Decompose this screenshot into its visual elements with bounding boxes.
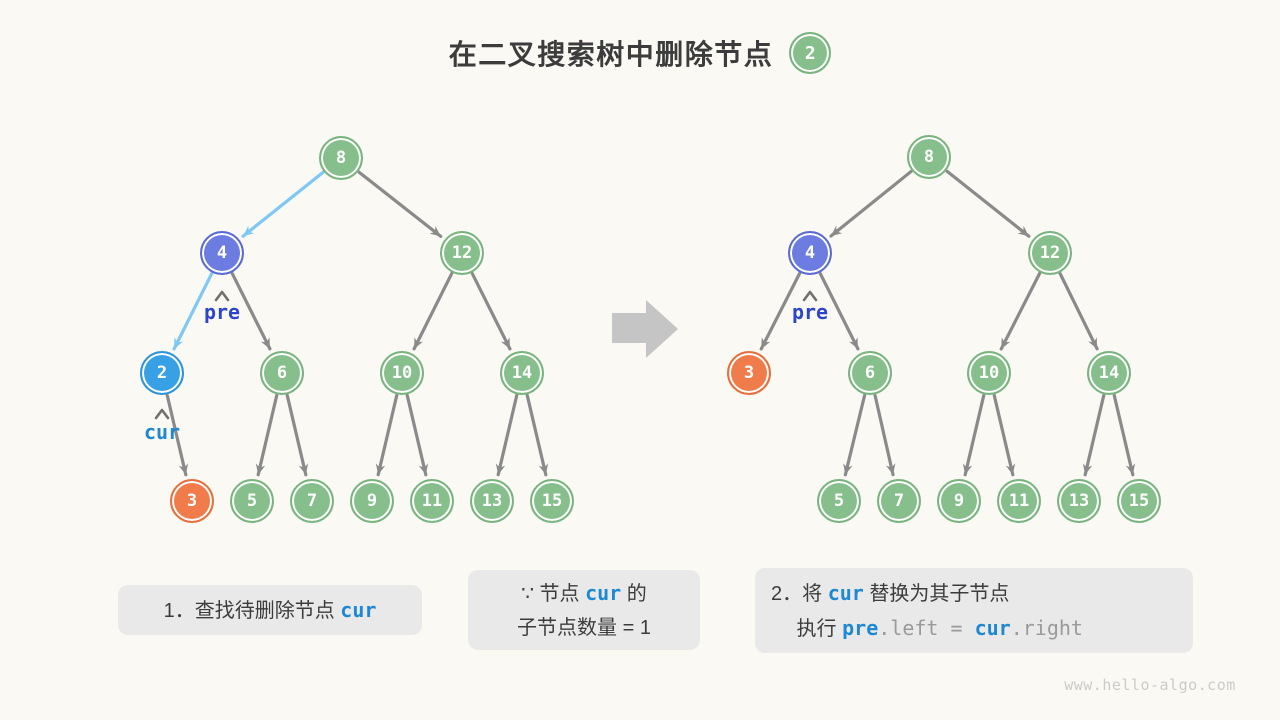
- caption-segment-kw: cur: [974, 615, 1011, 640]
- title-step-badge: 2: [789, 32, 832, 74]
- pointer-label-pre: pre: [792, 300, 828, 324]
- tree-node-5: 5: [230, 479, 274, 523]
- caption-segment-plain: 执行: [771, 617, 843, 640]
- tree-node-15: 15: [530, 479, 574, 523]
- caption-step-1: 1．查找待删除节点 cur: [118, 585, 422, 635]
- tree-edge-8-4: [829, 169, 913, 238]
- caret-up-icon: [214, 290, 230, 302]
- caption-segment-plain: ∵ 节点: [521, 582, 586, 605]
- caption-segment-code: .left: [878, 615, 939, 640]
- tree-edge-14-15: [525, 393, 549, 477]
- tree-edge-10-9: [375, 393, 399, 477]
- caption-line: 1．查找待删除节点 cur: [134, 593, 406, 628]
- caption-line: 子节点数量 = 1: [484, 611, 684, 645]
- tree-node-11: 11: [410, 479, 454, 523]
- tree-node-6: 6: [848, 351, 892, 395]
- tree-node-8: 8: [319, 136, 363, 180]
- tree-node-8: 8: [907, 135, 951, 179]
- tree-edge-10-11: [992, 393, 1016, 477]
- tree-node-12: 12: [440, 231, 484, 275]
- caption-segment-code: .right: [1010, 615, 1083, 640]
- tree-node-4: 4: [788, 231, 832, 275]
- caption-segment-kw: cur: [585, 580, 622, 605]
- watermark-text: www.hello-algo.com: [1064, 676, 1236, 694]
- tree-node-6: 6: [260, 351, 304, 395]
- caption-segment-plain: 1．查找待删除节点: [163, 599, 341, 622]
- tree-edge-12-10: [412, 271, 454, 351]
- caption-line: ∵ 节点 cur 的: [484, 576, 684, 611]
- tree-edge-4-6: [230, 271, 272, 351]
- caption-line: 执行 pre.left = cur.right: [771, 611, 1177, 646]
- tree-edge-6-7: [873, 393, 896, 477]
- caption-segment-plain: 的: [621, 582, 647, 605]
- tree-edge-6-5: [255, 393, 279, 477]
- caption-line: 2．将 cur 替换为其子节点: [771, 576, 1177, 611]
- tree-edge-14-13: [495, 393, 519, 477]
- tree-edge-8-4: [241, 170, 325, 238]
- tree-edge-10-11: [405, 393, 429, 477]
- caption-segment-plain: 替换为其子节点: [863, 582, 1010, 605]
- tree-node-2: 2: [140, 351, 184, 395]
- tree-node-5: 5: [817, 479, 861, 523]
- pointer-label-pre: pre: [204, 300, 240, 324]
- tree-edge-4-6: [818, 271, 860, 351]
- transition-arrow-icon: [612, 300, 678, 358]
- page-title-row: 在二叉搜索树中删除节点 2: [0, 32, 1280, 74]
- caret-up-icon: [154, 408, 170, 420]
- tree-node-10: 10: [967, 351, 1011, 395]
- tree-edge-12-14: [1058, 272, 1099, 351]
- tree-edge-8-12: [357, 170, 443, 238]
- tree-edge-6-5: [843, 393, 867, 477]
- caption-step-2: 2．将 cur 替换为其子节点 执行 pre.left = cur.right: [755, 568, 1193, 653]
- caption-segment-kw: cur: [340, 597, 377, 622]
- pointer-label-cur: cur: [144, 420, 180, 444]
- caret-up-icon: [802, 290, 818, 302]
- tree-node-13: 13: [470, 479, 514, 523]
- tree-node-10: 10: [380, 351, 424, 395]
- tree-node-9: 9: [350, 479, 394, 523]
- tree-edge-14-15: [1112, 393, 1136, 477]
- tree-node-11: 11: [997, 479, 1041, 523]
- tree-node-9: 9: [937, 479, 981, 523]
- tree-edge-4-2: [172, 271, 214, 351]
- tree-node-15: 15: [1117, 479, 1161, 523]
- tree-node-7: 7: [877, 479, 921, 523]
- tree-edge-2-3: [165, 393, 189, 477]
- tree-node-3: 3: [727, 351, 771, 395]
- tree-edge-8-12: [945, 169, 1031, 238]
- caption-because: ∵ 节点 cur 的子节点数量 = 1: [468, 570, 700, 650]
- tree-edge-4-3: [759, 271, 802, 351]
- tree-node-14: 14: [1087, 351, 1131, 395]
- page-title: 在二叉搜索树中删除节点: [448, 39, 774, 70]
- tree-node-4: 4: [200, 231, 244, 275]
- caption-segment-kw: pre: [842, 615, 879, 640]
- tree-edge-14-13: [1082, 393, 1106, 477]
- tree-node-12: 12: [1028, 231, 1072, 275]
- tree-node-7: 7: [290, 479, 334, 523]
- tree-node-3: 3: [170, 479, 214, 523]
- tree-edge-12-14: [470, 271, 512, 351]
- caption-segment-plain: 2．将: [771, 582, 828, 605]
- tree-edge-10-9: [962, 393, 986, 477]
- caption-segment-code: =: [938, 615, 975, 640]
- caption-segment-kw: cur: [827, 580, 864, 605]
- tree-edge-6-7: [285, 393, 309, 477]
- tree-edge-12-10: [999, 271, 1042, 351]
- caption-segment-plain: 子节点数量 = 1: [517, 616, 651, 639]
- tree-node-14: 14: [500, 351, 544, 395]
- tree-node-13: 13: [1057, 479, 1101, 523]
